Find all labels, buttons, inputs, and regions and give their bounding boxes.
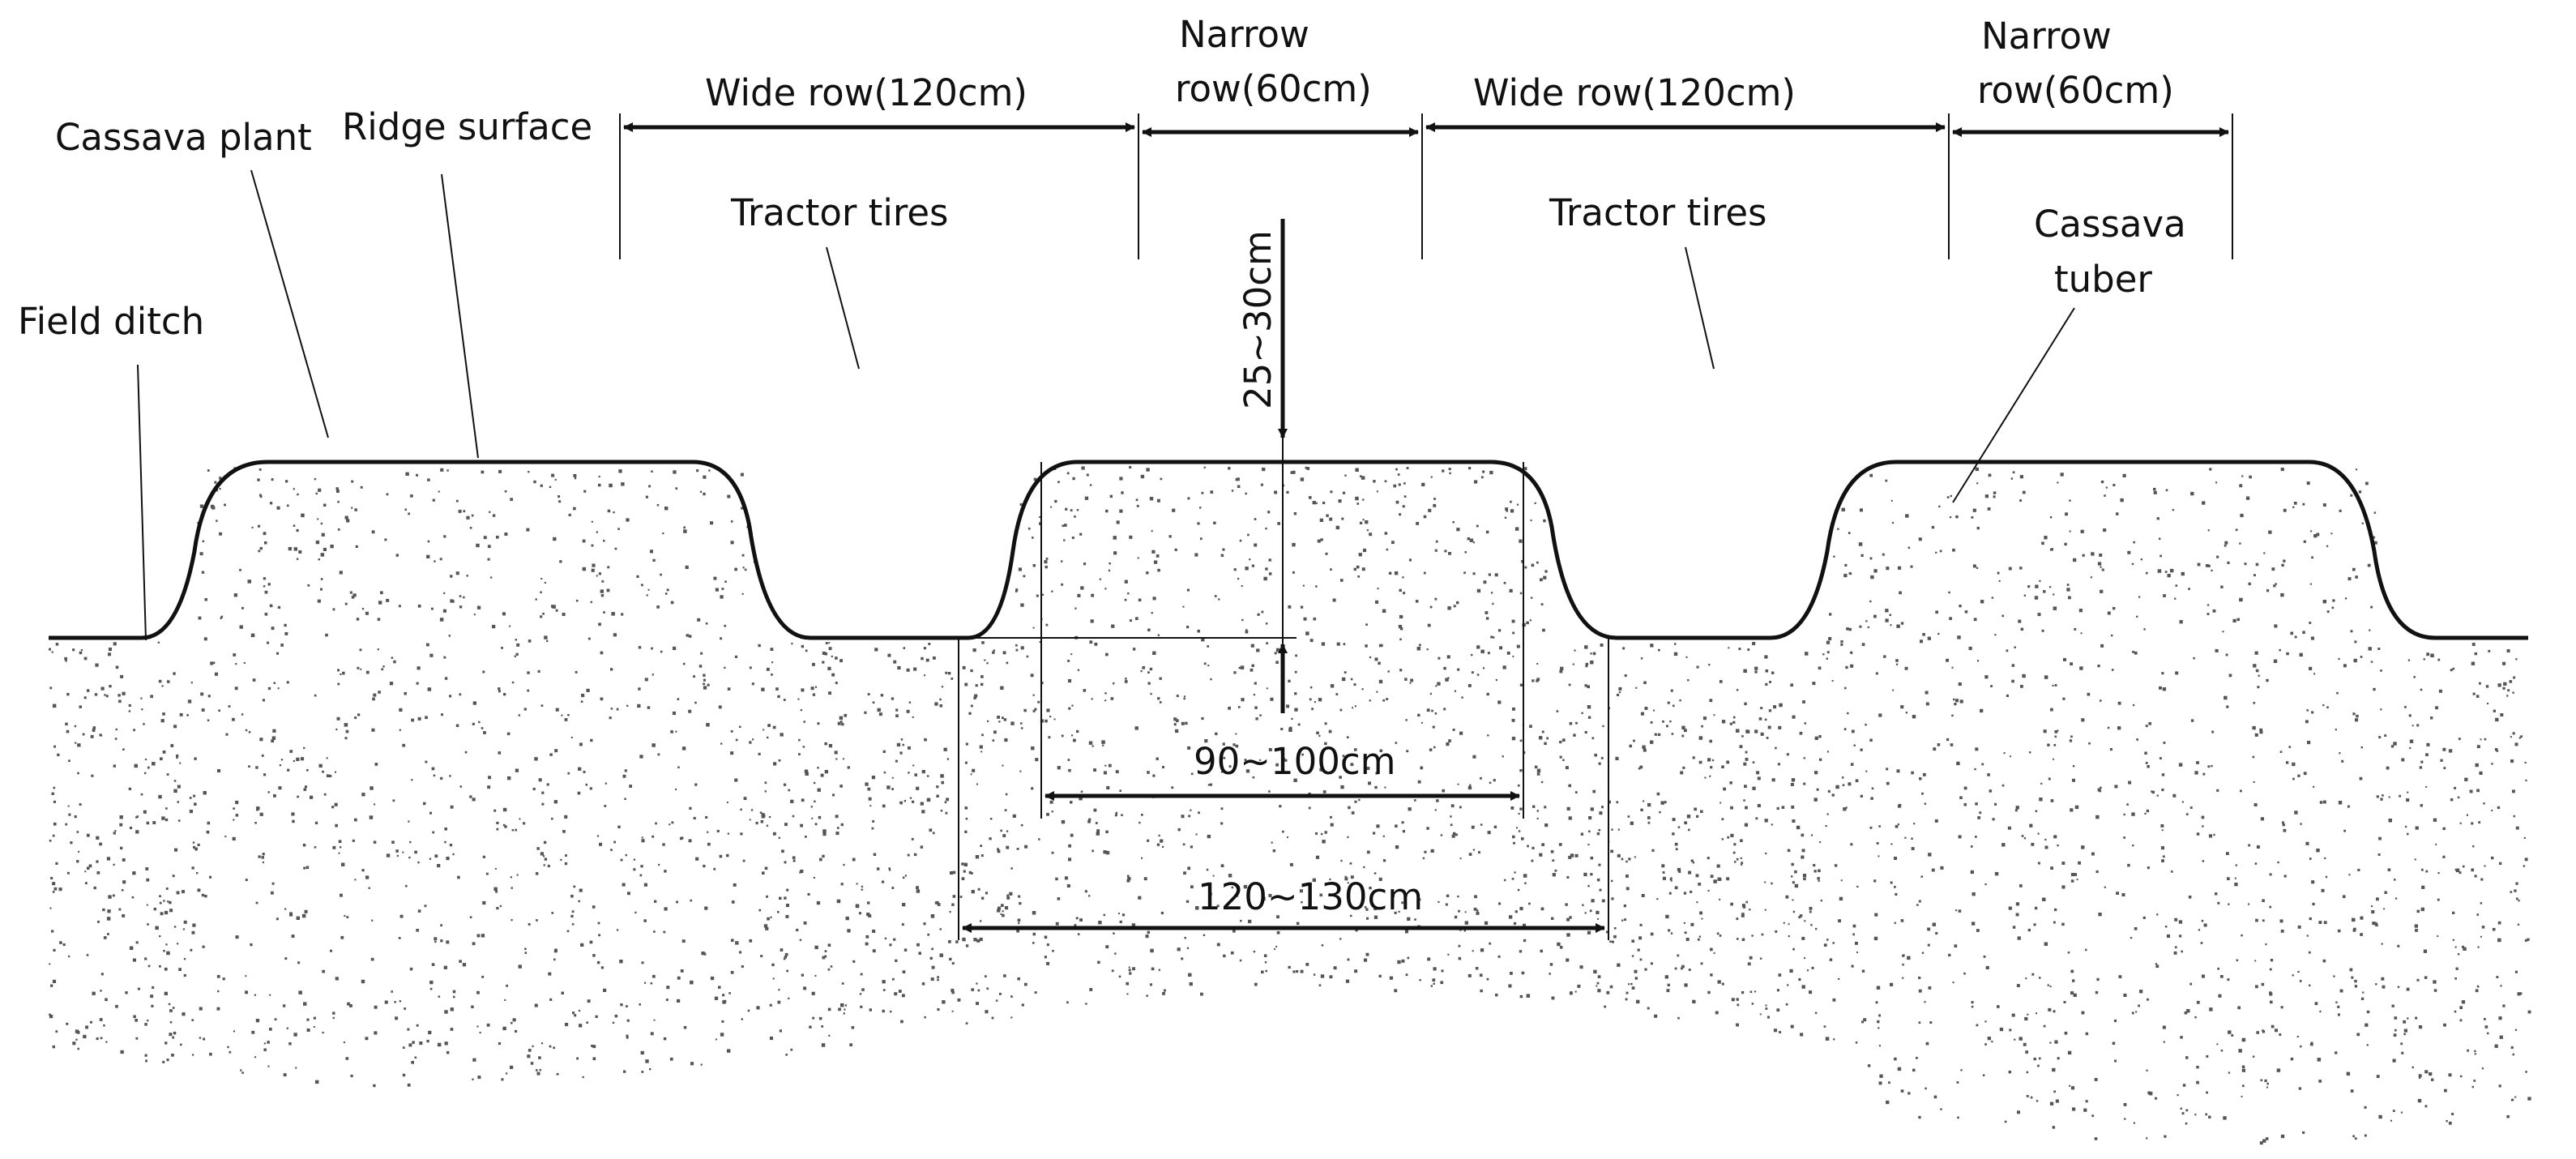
ridge-surface-label: Ridge surface — [342, 105, 592, 148]
field-ditch-label: Field ditch — [18, 300, 204, 343]
dimension-extension-lines — [619, 113, 2233, 940]
ridge-base-width-label: 120~130cm — [1198, 875, 1423, 918]
tractor-tire-2 — [1580, 327, 1581, 330]
soil-texture — [49, 466, 2531, 1145]
cassava-tuber-label-line2: tuber — [2054, 258, 2152, 301]
narrow-row-1-label-line2: row(60cm) — [1175, 67, 1372, 110]
tractor-tires-1-label: Tractor tires — [730, 191, 948, 234]
wide-row-1-label: Wide row(120cm) — [705, 71, 1027, 114]
tractor-tires-2-label: Tractor tires — [1549, 191, 1766, 234]
label-group: Field ditch Cassava plant Ridge surface … — [18, 13, 2186, 918]
ground-surface-line — [49, 460, 2528, 640]
wide-row-2-label: Wide row(120cm) — [1473, 71, 1796, 114]
cassava-tuber-label-line1: Cassava — [2034, 203, 2186, 246]
dimension-arrows — [623, 122, 2229, 933]
narrow-row-1-label-line1: Narrow — [1179, 13, 1309, 56]
leader-lines — [137, 169, 2075, 641]
ridge-height-label: 25~30cm — [1237, 230, 1279, 409]
tuber-group — [340, 466, 2233, 467]
narrow-row-2-label-line1: Narrow — [1981, 15, 2112, 58]
tractor-tire-1 — [774, 327, 775, 330]
cassava-plant-label: Cassava plant — [55, 116, 312, 159]
ridge-top-width-label: 90~100cm — [1194, 740, 1395, 783]
narrow-row-2-label-line2: row(60cm) — [1977, 69, 2174, 112]
